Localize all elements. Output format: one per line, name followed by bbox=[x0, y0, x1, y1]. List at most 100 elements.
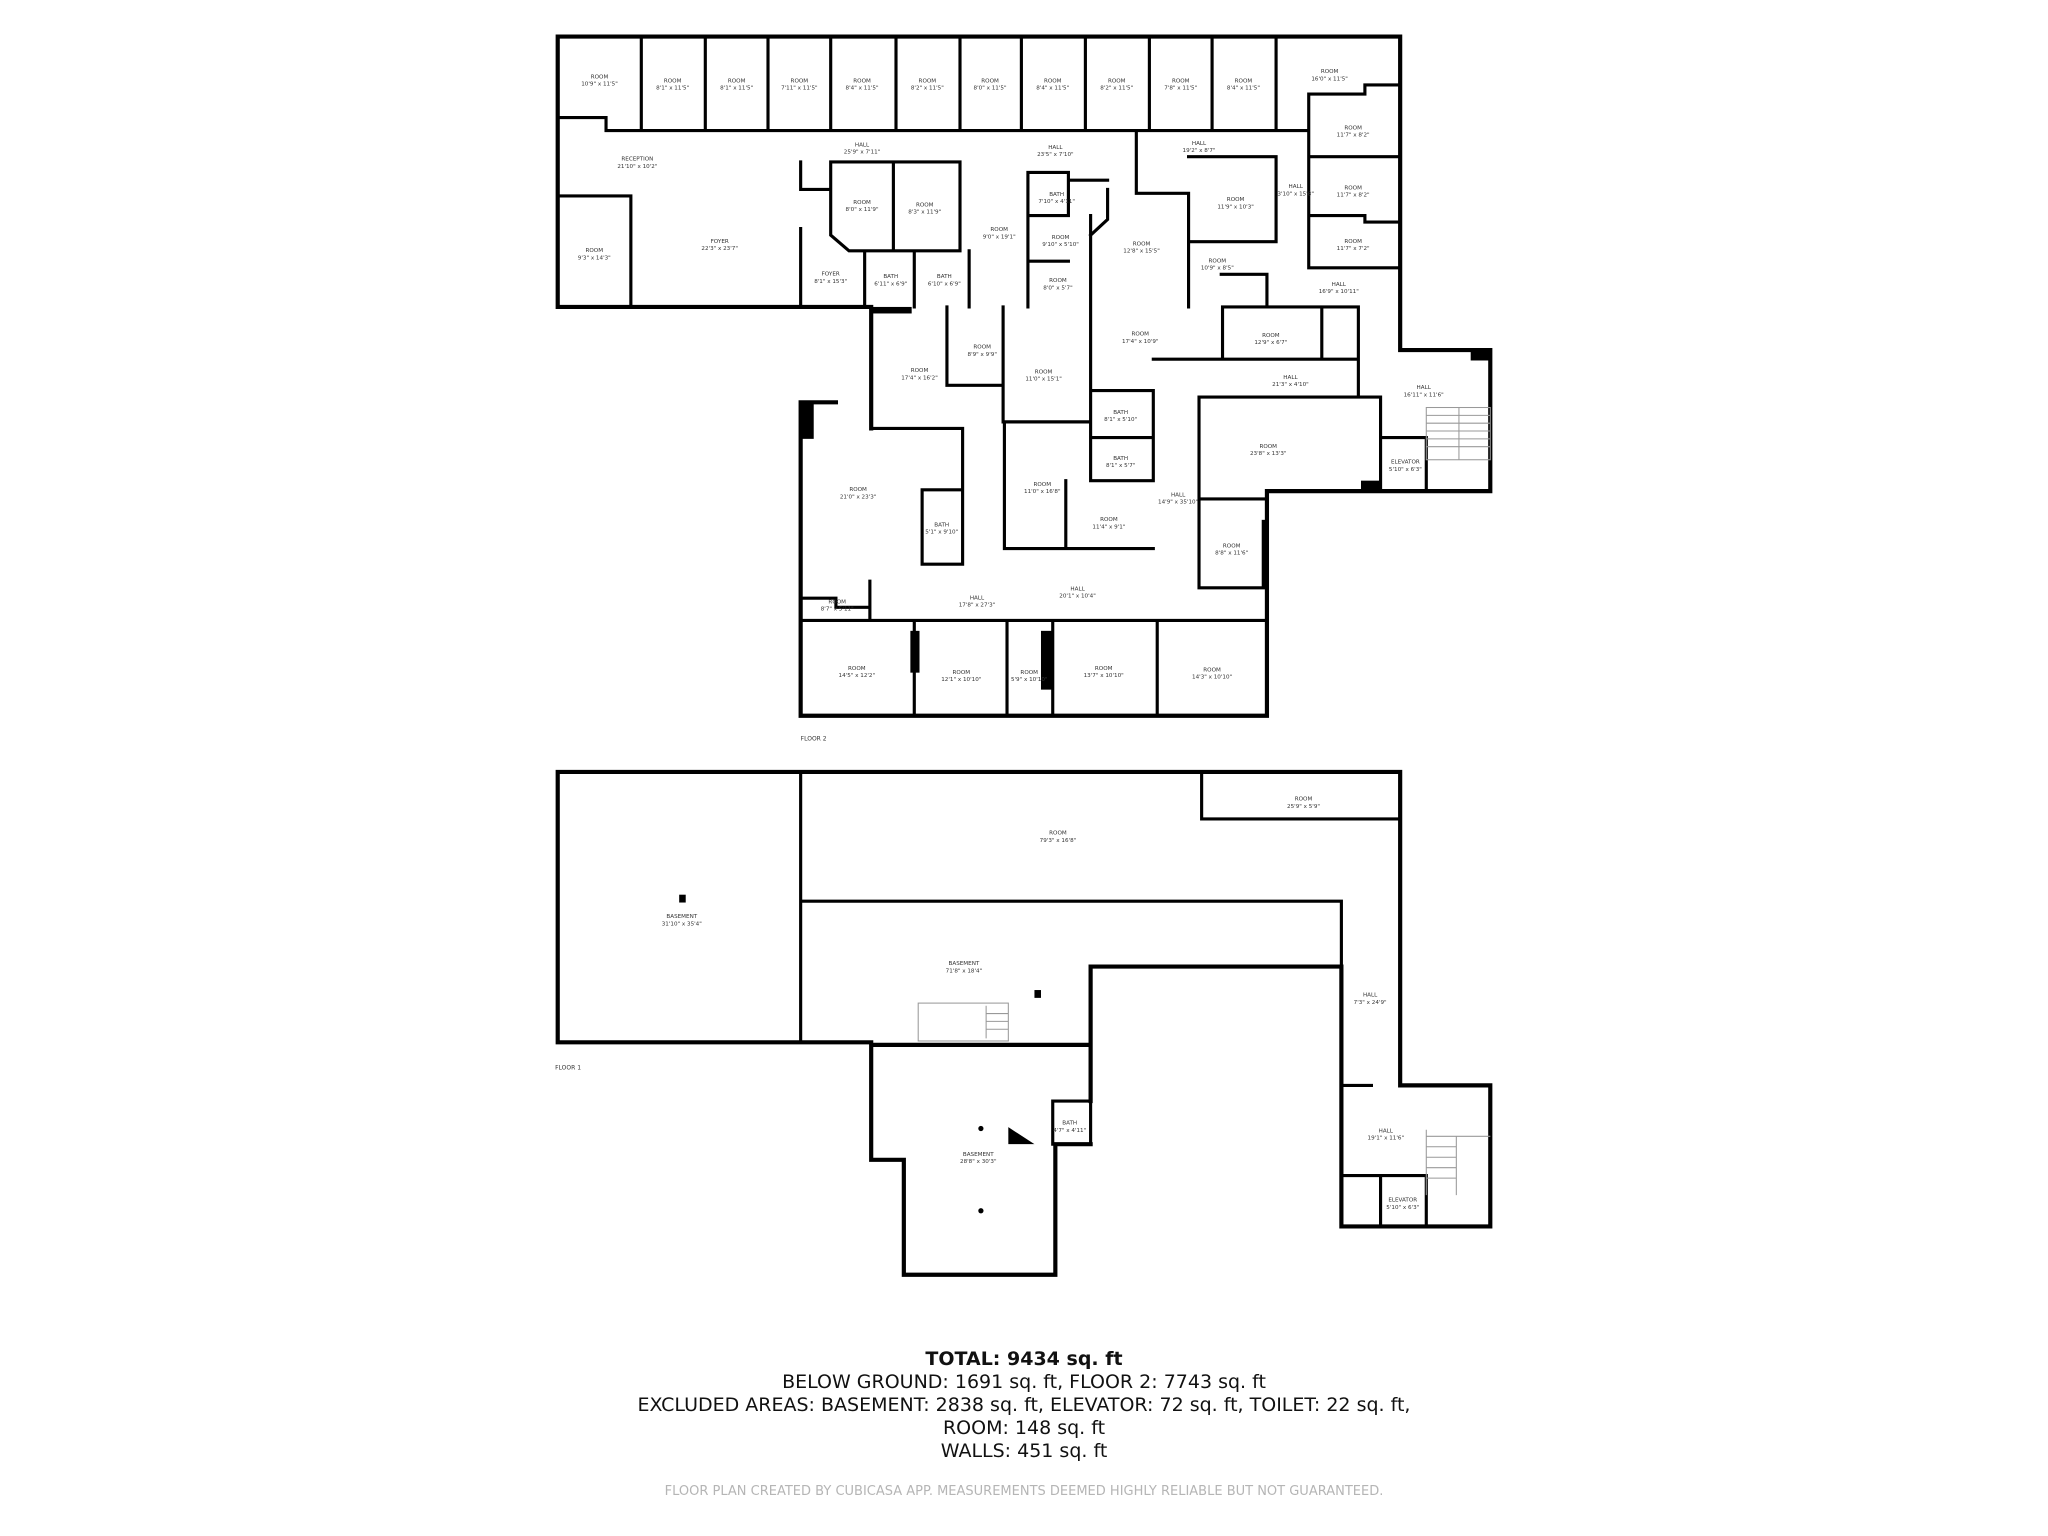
room-size: 16'0" x 11'5" bbox=[1311, 76, 1348, 82]
column bbox=[679, 894, 686, 903]
area-line: WALLS: 451 sq. ft bbox=[940, 1440, 1108, 1462]
room-size: 8'3" x 11'9" bbox=[908, 210, 941, 216]
room-name: ROOM bbox=[728, 78, 746, 84]
room-size: 28'8" x 30'3" bbox=[960, 1159, 997, 1165]
area-line: EXCLUDED AREAS: BASEMENT: 2838 sq. ft, E… bbox=[637, 1394, 1411, 1416]
room-size: 8'1" x 15'3" bbox=[814, 279, 847, 285]
room-size: 6'10" x 6'9" bbox=[928, 281, 961, 287]
room-size: 10'9" x 8'5" bbox=[1201, 266, 1234, 272]
room-name: ROOM bbox=[828, 599, 846, 605]
room-name: ROOM bbox=[1052, 235, 1070, 241]
room-size: 9'10" x 5'10" bbox=[1042, 242, 1079, 248]
room-name: BASEMENT bbox=[949, 961, 980, 967]
room-size: 5'10" x 6'3" bbox=[1389, 467, 1422, 473]
room-size: 3'10" x 15'8" bbox=[1277, 191, 1314, 197]
room-name: ROOM bbox=[973, 345, 991, 351]
room-size: 12'9" x 6'7" bbox=[1254, 340, 1287, 346]
room-name: ROOM bbox=[1133, 242, 1151, 248]
room-size: 4'7" x 4'11" bbox=[1053, 1128, 1086, 1134]
room-size: 8'4" x 11'5" bbox=[846, 85, 879, 91]
room-name: ROOM bbox=[981, 78, 999, 84]
room-size: 11'9" x 10'3" bbox=[1217, 204, 1254, 210]
floor-2-interior-walls bbox=[556, 35, 1428, 718]
room-size: 11'0" x 16'8" bbox=[1024, 489, 1061, 495]
column bbox=[1034, 990, 1041, 998]
room-size: 8'9" x 9'9" bbox=[968, 352, 998, 358]
area-line: BELOW GROUND: 1691 sq. ft, FLOOR 2: 7743… bbox=[782, 1371, 1266, 1393]
room-name: BATH bbox=[1113, 410, 1128, 416]
room-name: HALL bbox=[1379, 1128, 1394, 1134]
room-size: 17'4" x 16'2" bbox=[901, 375, 938, 381]
room-name: ROOM bbox=[990, 227, 1008, 233]
room-name: ROOM bbox=[919, 78, 937, 84]
room-name: BASEMENT bbox=[963, 1152, 994, 1158]
room-name: HALL bbox=[1417, 385, 1432, 391]
room-size: 21'10" x 10'2" bbox=[617, 164, 658, 170]
room-size: 8'1" x 5'10" bbox=[1104, 417, 1137, 423]
room-name: BATH bbox=[1049, 192, 1064, 198]
room-name: ROOM bbox=[591, 74, 609, 80]
room-size: 5'1" x 9'10" bbox=[925, 530, 958, 536]
room-size: 11'7" x 7'2" bbox=[1337, 246, 1370, 252]
room-size: 79'3" x 16'8" bbox=[1040, 838, 1077, 844]
room-size: 17'8" x 27'3" bbox=[959, 603, 996, 609]
room-size: 16'9" x 10'11" bbox=[1319, 289, 1360, 295]
room-name: ROOM bbox=[1227, 197, 1245, 203]
room-name: ROOM bbox=[1344, 239, 1362, 245]
room-size: 16'11" x 11'6" bbox=[1404, 392, 1445, 398]
room-size: 17'4" x 10'9" bbox=[1122, 339, 1159, 345]
room-name: HALL bbox=[1289, 184, 1304, 190]
area-summary: TOTAL: 9434 sq. ft BELOW GROUND: 1691 sq… bbox=[0, 1348, 2048, 1463]
room-name: BATH bbox=[1062, 1121, 1077, 1127]
room-size: 19'1" x 11'6" bbox=[1368, 1136, 1405, 1142]
room-size: 10'9" x 11'5" bbox=[581, 82, 618, 88]
room-name: BASEMENT bbox=[666, 914, 697, 920]
floor-1-stairs bbox=[917, 1002, 1491, 1196]
room-size: 8'4" x 11'5" bbox=[1036, 85, 1069, 91]
room-size: 5'9" x 10'10" bbox=[1011, 677, 1048, 683]
floor-1-fixture bbox=[1008, 1127, 1035, 1145]
room-size: 25'9" x 7'11" bbox=[844, 149, 881, 155]
room-size: 7'11" x 11'5" bbox=[781, 85, 818, 91]
room-size: 8'0" x 11'9" bbox=[846, 207, 879, 213]
disclaimer: FLOOR PLAN CREATED BY CUBICASA APP. MEAS… bbox=[664, 1484, 1384, 1499]
column bbox=[800, 402, 814, 439]
column bbox=[1261, 519, 1269, 588]
room-name: HALL bbox=[1171, 492, 1186, 498]
room-name: ROOM bbox=[1100, 517, 1118, 523]
room-size: 23'5" x 7'10" bbox=[1037, 152, 1074, 158]
column bbox=[1360, 480, 1381, 492]
room-size: 23'8" x 13'3" bbox=[1250, 451, 1287, 457]
room-name: ROOM bbox=[1295, 797, 1313, 803]
